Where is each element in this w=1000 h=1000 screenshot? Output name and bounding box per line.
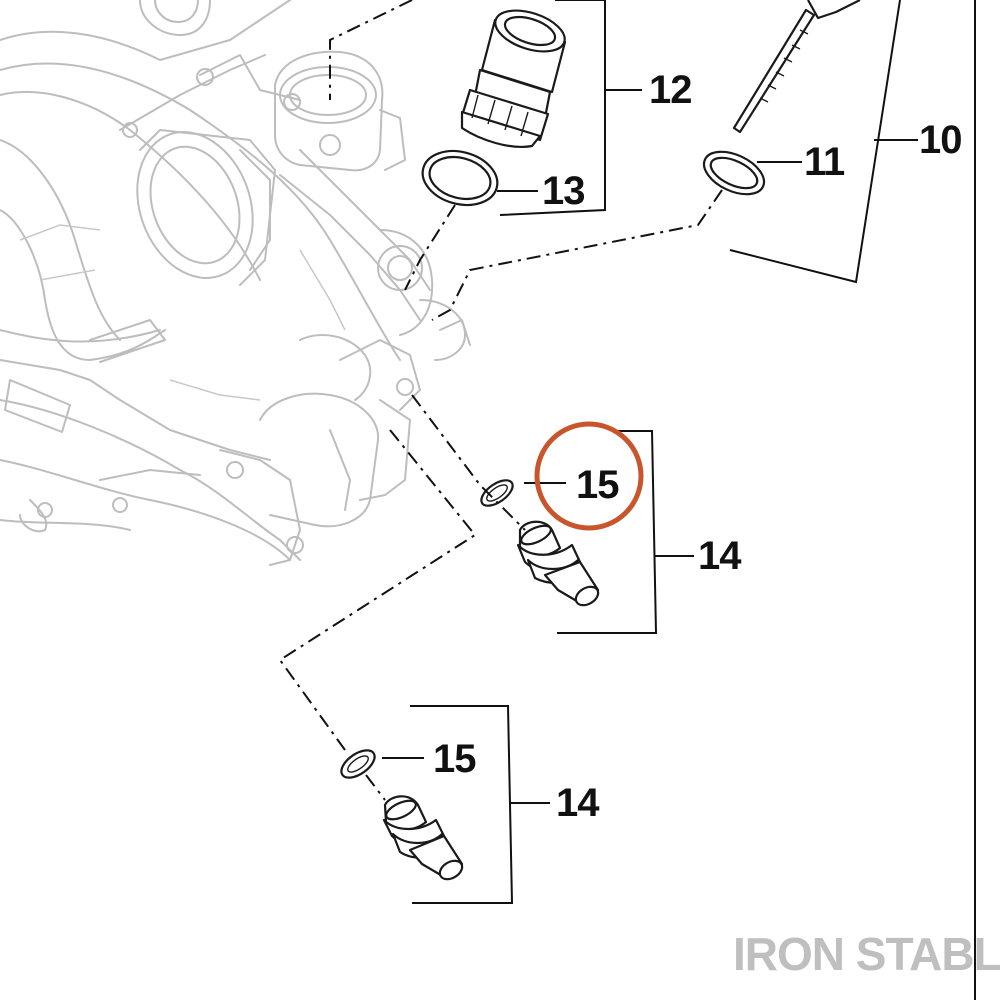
part-15-o-ring-lower — [340, 749, 376, 779]
watermark-brand: IRON STABLE — [733, 928, 1000, 980]
callout-14-lower: 14 — [556, 781, 600, 825]
callout-10: 10 — [919, 118, 962, 162]
part-10-dipstick — [732, 0, 861, 134]
part-14-fitting-lower — [382, 795, 464, 881]
highlight-circle — [534, 421, 644, 531]
part-13-o-ring — [421, 149, 499, 207]
assembly-lines — [278, 0, 723, 801]
part-11-o-ring — [702, 150, 766, 196]
callout-15-lower: 15 — [433, 737, 476, 781]
part-15-o-ring-upper — [480, 479, 514, 507]
callout-12: 12 — [649, 68, 692, 112]
callout-13: 13 — [542, 169, 585, 213]
engine-case-ghost — [0, 0, 471, 566]
callout-11: 11 — [804, 140, 845, 184]
callout-14-upper: 14 — [698, 534, 742, 578]
leader-lines — [382, 0, 918, 904]
callout-15-upper: 15 — [576, 463, 619, 507]
part-14-fitting-upper — [516, 520, 600, 607]
part-12-fitting — [460, 9, 567, 148]
